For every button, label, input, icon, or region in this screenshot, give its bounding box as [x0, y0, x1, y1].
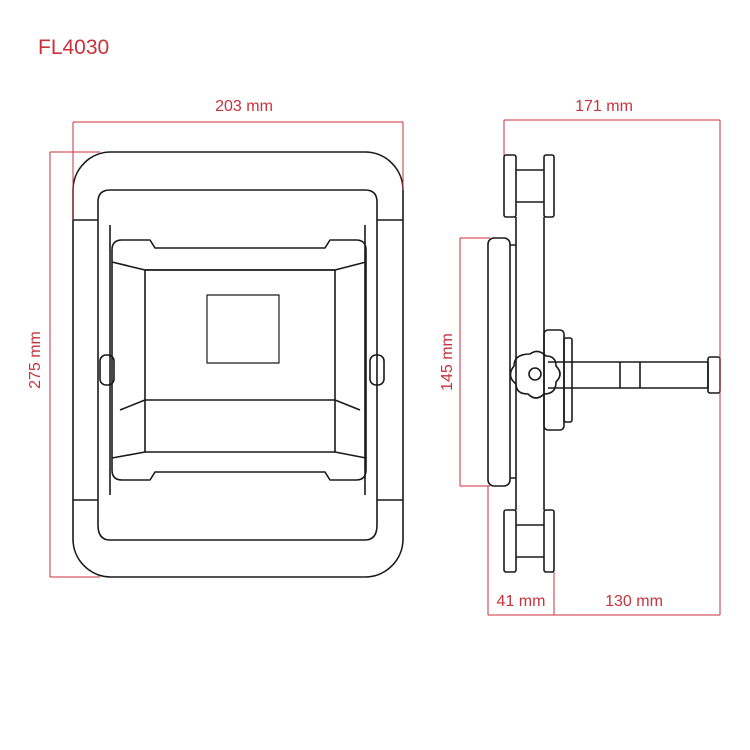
bracket-end-cap — [707, 356, 721, 394]
left-knob — [99, 354, 115, 386]
bracket-offset-label: 130 mm — [605, 593, 663, 610]
model-title: FL4030 — [38, 36, 109, 59]
front-frame-edges — [73, 219, 403, 501]
led-chip — [206, 294, 280, 364]
lamp-housing — [111, 239, 367, 481]
front-outer-frame — [72, 151, 404, 578]
front-top-handle — [97, 189, 378, 220]
housing-bottom-chamfer — [111, 451, 367, 459]
depth-label: 171 mm — [575, 98, 633, 115]
right-knob — [369, 354, 385, 386]
height-dimension-line — [49, 151, 100, 578]
front-view — [72, 151, 404, 578]
bottom-dimension-line — [487, 486, 720, 616]
side-star-knob — [509, 350, 561, 399]
side-top-block-right — [543, 154, 555, 218]
depth-dimension-line — [503, 119, 721, 615]
side-lamp-face — [487, 237, 511, 487]
side-top-block — [503, 154, 517, 218]
side-heatsink — [543, 329, 565, 431]
side-bottom-connector — [516, 524, 544, 558]
lamp-height-dimension-line — [459, 237, 490, 487]
bracket-collar — [619, 362, 641, 388]
side-lamp-inner — [510, 244, 516, 479]
side-dimensions — [459, 119, 721, 616]
side-bottom-block-right — [543, 509, 555, 573]
side-top-connector — [516, 169, 544, 203]
star-knob-center — [528, 367, 542, 381]
front-dimensions — [49, 121, 404, 578]
side-view — [487, 154, 721, 573]
front-lens — [144, 269, 336, 401]
side-bottom-block — [503, 509, 517, 573]
front-right-rail — [364, 220, 378, 500]
lamp-height-label: 145 mm — [439, 333, 456, 391]
side-spine — [515, 217, 545, 510]
front-left-rail — [97, 220, 111, 500]
width-label: 203 mm — [215, 98, 273, 115]
lens-bottom-panel — [119, 399, 361, 452]
width-dimension-line — [72, 121, 404, 220]
housing-top-chamfer — [111, 261, 367, 271]
side-heatsink-inner — [563, 337, 573, 423]
housing-depth-label: 41 mm — [497, 593, 546, 610]
front-bottom-handle — [97, 500, 378, 541]
height-label: 275 mm — [27, 331, 44, 389]
